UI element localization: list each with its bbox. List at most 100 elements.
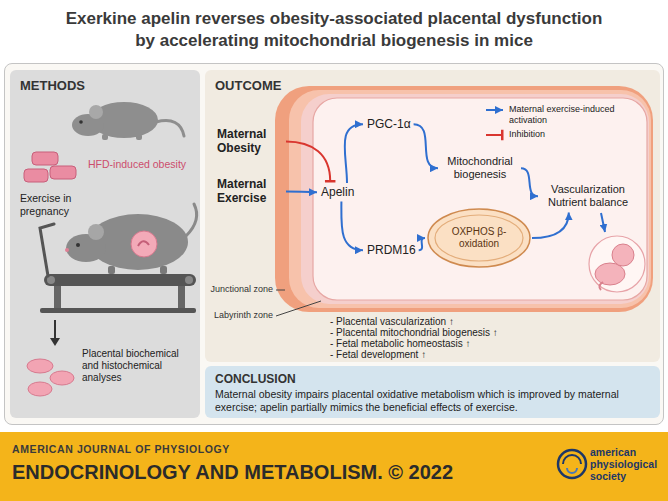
legend-text: Maternal exercise-induced activation [509,104,631,126]
factor-text: Maternal Obesity [217,127,283,156]
factor-label: Maternal Exercise [215,176,285,207]
method-step: Exercise in pregnancy [20,192,86,217]
pups [28,382,52,396]
fetus [589,236,645,292]
junctional-zone [275,86,653,312]
journal-banner: AMERICAN JOURNAL OF PHYSIOLOGY ENDOCRINOL… [0,432,668,501]
pregnant-mouse [186,204,197,236]
flow-arrow [54,320,56,339]
mitochondrion: OXPHOS β-oxidation [427,208,531,268]
hfd-pellets [24,169,48,182]
treadmill [40,308,196,313]
labyrinth-zone [301,94,649,304]
inner-membrane [435,215,523,261]
treadmill [185,276,193,284]
process-label: Mitochondrial biogenesis [440,154,520,182]
panel-heading: CONCLUSION [215,372,296,386]
outcome-text: Vascularization Nutrient balance [542,183,634,209]
activation-connector [414,124,438,168]
molecule-text: PRDM16 [367,243,416,257]
inhibition-connector [286,141,330,181]
lean-mouse [89,105,103,119]
factor-label: Maternal Obesity [215,126,285,157]
lean-mouse [102,134,108,140]
society-logo [563,455,581,464]
journal-section: ENDOCRINOLOGY AND METABOLISM. © 2022 [12,460,453,484]
society-logo [558,450,586,478]
molecule-label: PRDM16 [365,242,418,258]
activation-connector [521,168,538,196]
treadmill [40,224,196,313]
lean-mouse [79,120,83,124]
legend-text: Inhibition [509,129,545,140]
legend-sample [485,130,505,140]
pregnant-mouse [138,241,149,246]
placental-cell [313,98,647,300]
fetus [589,236,645,292]
flow-arrow [50,320,60,346]
society-logo [567,468,577,473]
lean-mouse [136,134,142,140]
method-step: Placental biochemical and histochemical … [82,348,194,384]
legend-line [486,134,502,136]
treadmill [54,286,61,308]
fetus [612,244,634,266]
pregnant-mouse [88,224,104,240]
zone-label: Junctional zone [210,284,273,295]
pregnant-mouse [65,204,197,274]
pregnant-mouse [108,266,115,274]
activation-connector [419,238,425,250]
legend-line [486,109,503,111]
factor-text: Maternal Exercise [217,177,283,206]
panel-heading: OUTCOME [215,78,281,94]
outcome-bullet: - Fetal development ↑ [330,349,426,360]
treadmill [40,224,54,276]
outcome-panel: OUTCOME Maternal ObesityMaternal Exercise… [205,70,660,362]
hfd-pellets [24,152,76,182]
molecule-text: PGC-1α [367,117,411,131]
activation-connector [341,201,363,250]
pregnant-mouse [76,243,80,247]
journal-name: AMERICAN JOURNAL OF PHYSIOLOGY [12,443,230,456]
molecule-label: PGC-1α [365,116,413,132]
process-text: Mitochondrial biogenesis [442,155,518,181]
activation-connector [345,124,363,183]
flow-arrow [50,338,60,346]
leader-line [276,301,321,316]
pregnant-mouse [160,266,167,274]
leader-line [276,290,285,291]
panel-heading: METHODS [20,78,85,94]
treadmill [44,274,196,286]
pups [27,359,74,396]
zone-label: Labyrinth zone [214,310,273,321]
fetus-arrow [601,213,605,232]
fetus [595,263,625,285]
methods-panel: METHODS HFD-induced obesityExercise in pr… [10,70,200,418]
outcome-bullet: - Placental vascularization ↑ [330,316,454,327]
lean-mouse [156,121,184,136]
fetus [599,282,603,290]
hfd-pellets [32,152,58,165]
pups [27,359,53,373]
method-step: HFD-induced obesity [88,158,196,171]
activation-connector [286,190,317,193]
molecule-label: Apelin [319,184,356,200]
conclusion-panel: CONCLUSION Maternal obesity impairs place… [205,366,660,418]
molecule-text: Apelin [321,185,354,199]
outer-membrane [428,209,530,267]
pregnant-mouse [65,248,69,252]
activation-connector [532,212,569,238]
conclusion-text: Maternal obesity impairs placental oxida… [215,388,650,414]
lean-mouse [72,102,184,140]
treadmill [178,286,185,308]
pups [50,371,74,385]
society-logo-text: american physiological society [590,446,664,482]
outcome-bullet: - Placental mitochondrial biogenesis ↑ [330,327,498,338]
legend-sample [485,105,505,115]
outcome-bullet: - Fetal metabolic homeostasis ↑ [330,338,471,349]
outcome-label: Vascularization Nutrient balance [540,182,636,210]
title-text: Exerkine apelin reverses obesity-associa… [54,8,614,52]
hfd-pellets [50,166,76,179]
pregnant-mouse [131,231,157,257]
mitochondrion-text: OXPHOS β-oxidation [448,226,510,250]
